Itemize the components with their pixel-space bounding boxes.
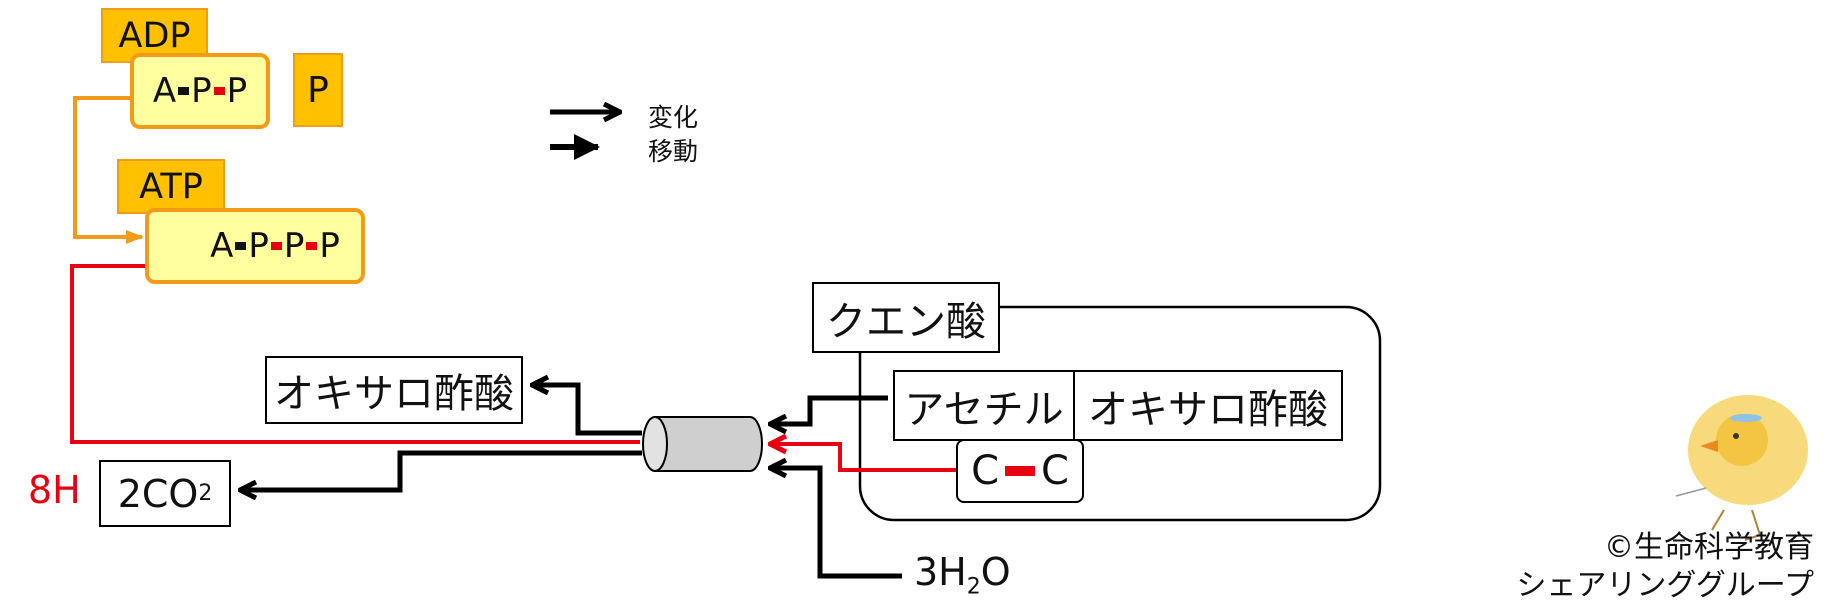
oxaloacetate-product-box: オキサロ酢酸 [265,356,523,424]
chick-mascot-icon [1675,395,1808,541]
adp-to-atp-arrow [73,96,144,244]
legend-change-label: 変化 [648,103,699,132]
adp-bond-normal [178,87,190,95]
water-pre: 3H [914,550,967,594]
atp-molecule-box: A P P P [145,208,365,284]
carbon-2: C [1041,448,1069,494]
reaction-cylinder [642,416,763,472]
citric-acid-title: クエン酸 [812,282,1000,353]
oxaloacetate-inner-box: オキサロ酢酸 [1073,370,1343,441]
water-post: O [980,550,1011,594]
adp-adenosine: A [152,71,177,111]
credit-line-1: ©生命科学教育 [1604,530,1814,565]
water-label: 3H2O [914,550,1011,600]
adp-bond-high-energy [213,87,225,95]
co2-base: 2CO [117,471,199,516]
acetyl-box: アセチル [893,370,1075,441]
atp-phosphate-2: P [283,226,305,266]
adp-phosphate-2: P [226,71,248,111]
atp-phosphate-3: P [319,226,340,266]
atp-adenosine: A [210,226,234,266]
legend-move-label: 移動 [648,137,699,166]
atp-bond-normal [235,242,247,250]
adp-molecule-box: A P P [130,53,270,129]
hydrogen-label: 8H [28,468,81,512]
to-oxaloacetate-arrow [532,385,642,436]
energy-to-atp-arrow [70,261,640,444]
carbon-bond-to-cylinder-arrow [770,444,960,472]
atp-tag: ATP [117,159,225,214]
free-phosphate: P [293,53,343,127]
atp-bond-high-energy-1 [270,242,282,250]
to-co2-arrow [240,450,642,490]
co2-subscript: 2 [198,481,213,506]
atp-bond-high-energy-2 [306,242,318,250]
atp-phosphate-1: P [248,226,269,266]
water-subscript: 2 [966,574,981,600]
acetyl-to-cylinder-arrow [770,395,888,424]
credit-line-2: シェアリンググループ [1516,568,1814,603]
carbon-bond [1005,466,1035,476]
adp-phosphate-1: P [191,71,212,111]
carbon-1: C [971,448,999,494]
carbon-bond-box: C C [956,439,1084,503]
water-to-cylinder-arrow [770,468,902,579]
